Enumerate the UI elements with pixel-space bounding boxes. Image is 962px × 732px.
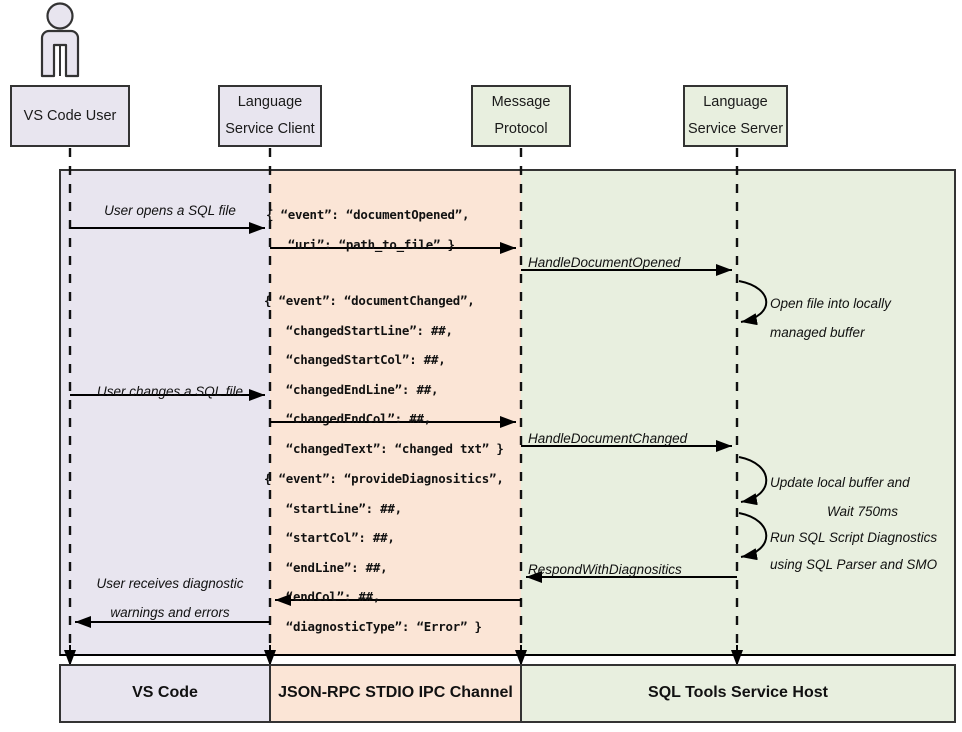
lifeline-header-line1: Message: [491, 94, 551, 111]
lifeline-header-line1: Language: [237, 94, 303, 111]
message-label-user-receives-line2: warnings and errors: [110, 605, 230, 620]
lifeline-header-line1: Language: [703, 94, 768, 111]
message-label-user-receives-line1: User receives diagnostic: [96, 576, 244, 591]
self-note-open-file-line1: Open file into locally: [770, 296, 891, 311]
self-loop-arrows: [738, 280, 768, 561]
lifelines: [68, 148, 739, 660]
json-block-provide-diagnositics: { “event”: “provideDiagnositics”, “start…: [264, 471, 504, 634]
footer-label-sql-tools-service-host: SQL Tools Service Host: [648, 684, 828, 701]
message-label-user-changes-sql-file: User changes a SQL file: [96, 384, 244, 399]
json-block-document-opened: { “event”: “documentOpened”, “uri”: “pat…: [266, 207, 470, 252]
message-label-handle-document-opened: HandleDocumentOpened: [528, 255, 681, 270]
lifeline-header-language-service-server[interactable]: Language Service Server: [683, 85, 788, 147]
json-block-document-changed: { “event”: “documentChanged”, “changedSt…: [264, 293, 504, 456]
lifeline-header-message-protocol[interactable]: Message Protocol: [471, 85, 571, 147]
self-note-update-buffer-line2: Wait 750ms: [826, 504, 899, 519]
footer-bands: [59, 664, 956, 723]
footer-label-vs-code: VS Code: [132, 684, 198, 701]
lifeline-header-line2: Service Client: [225, 121, 315, 137]
vs-code-user-actor-icon: [40, 2, 80, 78]
self-note-run-diagnostics-line2: using SQL Parser and SMO: [770, 557, 938, 572]
message-label-respond-with-diagnositics: RespondWithDiagnositics: [528, 562, 682, 577]
self-note-update-buffer-line1: Update local buffer and: [770, 475, 910, 490]
lifeline-header-line2: Protocol: [494, 121, 548, 137]
self-note-open-file-line2: managed buffer: [770, 325, 865, 340]
footer-label-ipc-channel: JSON-RPC STDIO IPC Channel: [278, 684, 513, 701]
lifeline-header-language-service-client[interactable]: Language Service Client: [218, 85, 322, 147]
self-note-run-diagnostics-line1: Run SQL Script Diagnostics: [770, 530, 938, 545]
message-arrows: [70, 222, 737, 628]
message-label-handle-document-changed: HandleDocumentChanged: [528, 431, 688, 446]
lifeline-header-line2: Service Server: [687, 121, 784, 137]
lifeline-header-line1: VS Code User: [23, 107, 117, 124]
swimlane-bands: [59, 169, 956, 656]
lifeline-terminators: [60, 645, 955, 666]
lifeline-header-vs-code-user[interactable]: VS Code User: [10, 85, 130, 147]
message-label-user-opens-sql-file: User opens a SQL file: [104, 203, 236, 218]
